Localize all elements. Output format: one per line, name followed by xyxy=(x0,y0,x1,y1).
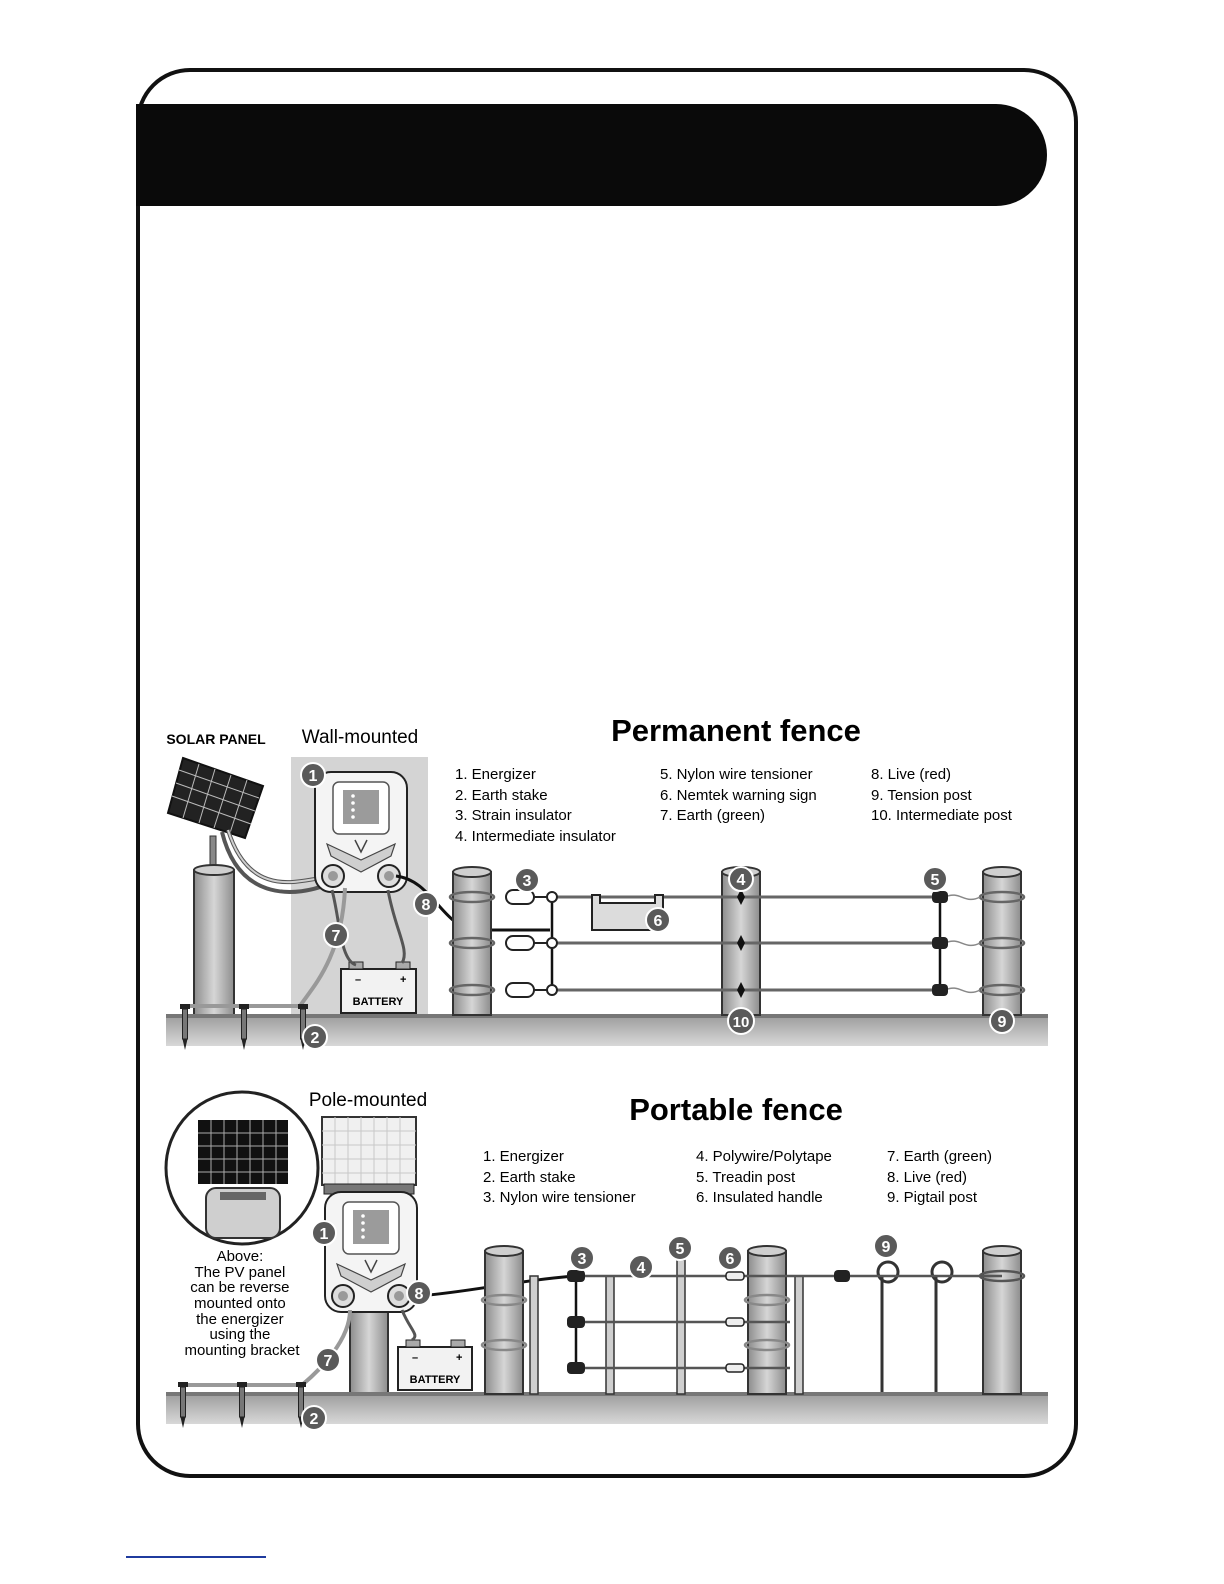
svg-text:3: 3 xyxy=(523,873,532,890)
strain-insulators xyxy=(505,889,558,998)
portable-callouts: 1 2 3 4 5 6 7 8 9 xyxy=(301,1220,899,1431)
portable-legend: 1. Energizer 2. Earth stake 3. Nylon wir… xyxy=(483,1148,992,1206)
pole-solar-panel xyxy=(321,1116,417,1195)
legend-item: 9. Tension post xyxy=(871,787,972,804)
wall-mounted-label: Wall-mounted xyxy=(302,727,419,748)
legend-item: 7. Earth (green) xyxy=(887,1148,992,1165)
svg-text:–: – xyxy=(355,974,361,986)
callout-3: 3 xyxy=(569,1245,595,1271)
battery: – + BATTERY xyxy=(397,1339,473,1391)
fence-posts xyxy=(484,1245,1022,1395)
portable-title: Portable fence xyxy=(629,1092,843,1127)
svg-text:7: 7 xyxy=(324,1353,333,1370)
legend-item: 1. Energizer xyxy=(483,1148,564,1165)
battery-label: BATTERY xyxy=(353,996,404,1008)
svg-text:4: 4 xyxy=(737,872,746,889)
energizer xyxy=(314,771,408,893)
svg-text:7: 7 xyxy=(332,928,341,945)
svg-text:+: + xyxy=(456,1352,462,1364)
svg-text:5: 5 xyxy=(676,1241,685,1258)
wire-tensioners xyxy=(567,1270,585,1374)
energizer-pole xyxy=(349,1299,389,1396)
callout-8: 8 xyxy=(413,891,439,917)
legend-item: 2. Earth stake xyxy=(455,787,548,804)
legend-item: 8. Live (red) xyxy=(871,766,951,783)
callout-2: 2 xyxy=(301,1405,327,1431)
callout-3: 3 xyxy=(514,867,540,893)
legend-item: 4. Intermediate insulator xyxy=(455,828,616,845)
legend-item: 4. Polywire/Polytape xyxy=(696,1148,832,1165)
callout-1: 1 xyxy=(311,1220,337,1246)
solar-panel xyxy=(166,756,265,871)
insulated-handles xyxy=(725,1270,850,1373)
callout-4: 4 xyxy=(628,1254,654,1280)
callout-10: 10 xyxy=(727,1007,755,1035)
svg-text:8: 8 xyxy=(415,1286,424,1303)
legend-item: 6. Insulated handle xyxy=(696,1189,823,1206)
portable-fence-section: Portable fence Pole-mounted 1. Energizer… xyxy=(164,1090,1048,1431)
svg-text:1: 1 xyxy=(320,1226,329,1243)
callout-9: 9 xyxy=(873,1233,899,1259)
svg-text:4: 4 xyxy=(637,1260,646,1277)
page-frame xyxy=(136,68,1078,1478)
legend-item: 5. Treadin post xyxy=(696,1169,796,1186)
svg-text:2: 2 xyxy=(311,1030,320,1047)
header-bar xyxy=(136,104,1047,206)
footer-rule xyxy=(126,1556,266,1558)
battery: – + BATTERY xyxy=(340,961,417,1014)
battery-label: BATTERY xyxy=(410,1374,461,1386)
legend-item: 8. Live (red) xyxy=(887,1169,967,1186)
svg-text:+: + xyxy=(400,974,406,986)
callout-5: 5 xyxy=(667,1235,693,1261)
callout-1: 1 xyxy=(300,762,326,788)
legend-item: 3. Nylon wire tensioner xyxy=(483,1189,636,1206)
pole-mounted-label: Pole-mounted xyxy=(309,1090,427,1111)
svg-text:1: 1 xyxy=(309,768,318,785)
legend-item: 5. Nylon wire tensioner xyxy=(660,766,813,783)
permanent-legend: 1. Energizer 2. Earth stake 3. Strain in… xyxy=(455,766,1013,845)
solar-panel-label: SOLAR PANEL xyxy=(166,731,266,747)
permanent-fence-section: Permanent fence SOLAR PANEL Wall-mounted… xyxy=(166,713,1048,1051)
ground xyxy=(166,1014,1048,1046)
callout-6: 6 xyxy=(645,907,671,933)
intermediate-insulators xyxy=(737,889,745,998)
permanent-title: Permanent fence xyxy=(611,713,861,748)
legend-item: 9. Pigtail post xyxy=(887,1189,978,1206)
callout-2: 2 xyxy=(302,1024,328,1050)
svg-text:9: 9 xyxy=(998,1014,1007,1031)
legend-item: 7. Earth (green) xyxy=(660,807,765,824)
callout-7: 7 xyxy=(323,922,349,948)
inset-note: Above: The PV panel can be reverse mount… xyxy=(184,1248,300,1359)
callout-9: 9 xyxy=(989,1008,1015,1034)
svg-text:6: 6 xyxy=(654,913,663,930)
energizer xyxy=(324,1191,418,1313)
solar-pole xyxy=(193,869,235,1016)
callout-5: 5 xyxy=(922,866,948,892)
svg-text:3: 3 xyxy=(578,1251,587,1268)
fence-wires xyxy=(448,890,1026,997)
legend-item: 10. Intermediate post xyxy=(871,807,1013,824)
svg-text:–: – xyxy=(412,1352,418,1364)
legend-item: 2. Earth stake xyxy=(483,1169,576,1186)
svg-text:9: 9 xyxy=(882,1239,891,1256)
svg-text:5: 5 xyxy=(931,872,940,889)
permanent-callouts: 1 2 3 4 5 6 7 8 9 10 xyxy=(300,762,1015,1050)
legend-item: 3. Strain insulator xyxy=(455,807,572,824)
legend-item: 1. Energizer xyxy=(455,766,536,783)
svg-text:8: 8 xyxy=(422,897,431,914)
svg-text:2: 2 xyxy=(310,1411,319,1428)
wire-tensioners xyxy=(932,891,948,996)
svg-text:6: 6 xyxy=(726,1251,735,1268)
callout-7: 7 xyxy=(315,1347,341,1373)
legend-item: 6. Nemtek warning sign xyxy=(660,787,817,804)
callout-6: 6 xyxy=(717,1245,743,1271)
callout-8: 8 xyxy=(406,1280,432,1306)
svg-text:10: 10 xyxy=(733,1014,750,1031)
callout-4: 4 xyxy=(728,866,754,892)
reverse-mount-inset xyxy=(164,1090,320,1246)
